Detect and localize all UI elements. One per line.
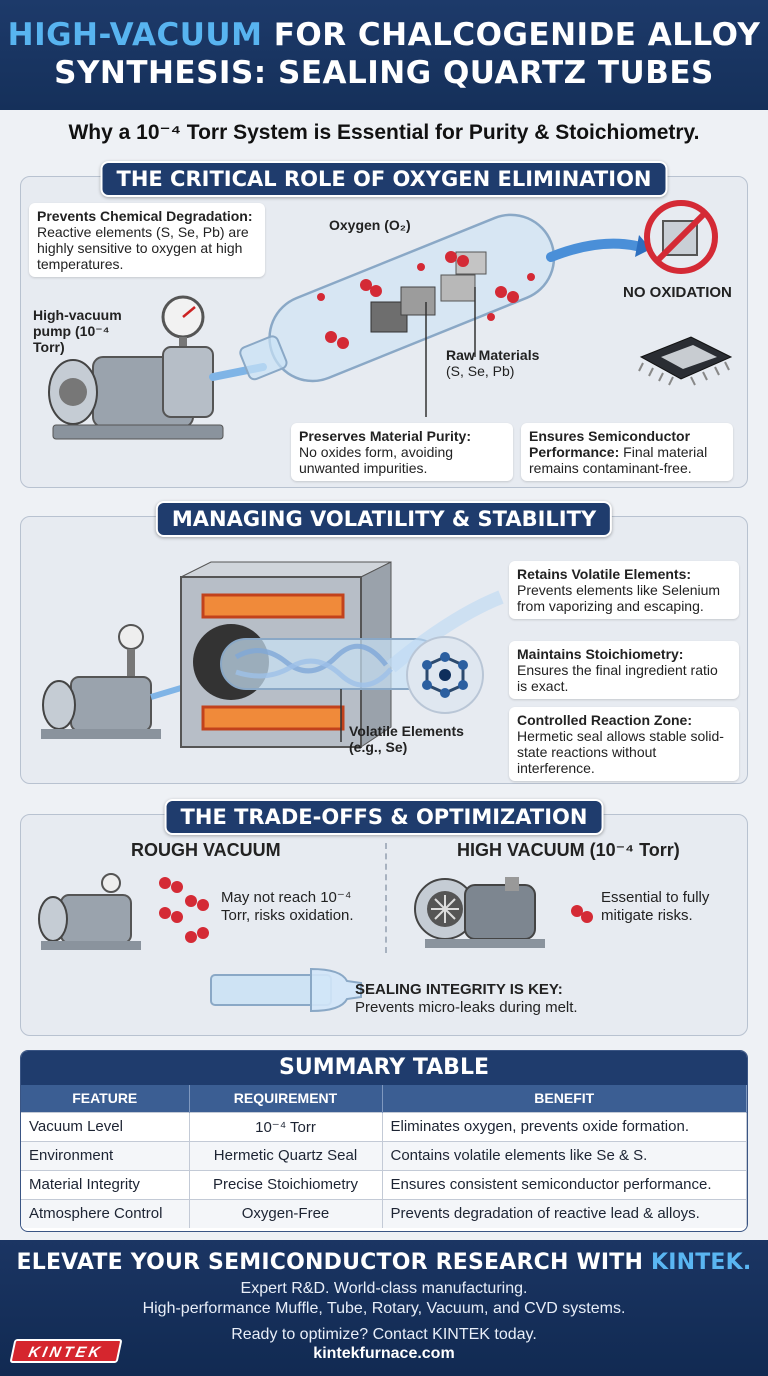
table-row: Material Integrity Precise Stoichiometry… [21, 1169, 747, 1199]
table-cell: Prevents degradation of reactive lead & … [382, 1198, 747, 1228]
table-cell: Atmosphere Control [21, 1198, 190, 1228]
section-tradeoffs: The Trade-Offs & Optimization ROUGH VACU… [20, 799, 748, 1036]
semiconductor-title: Ensures Semiconductor Performance: [529, 428, 691, 460]
footer-line-2: High-performance Muffle, Tube, Rotary, V… [142, 1300, 626, 1317]
semiconductor-chip-icon [638, 336, 733, 386]
sealing-text: Prevents micro-leaks during melt. [355, 999, 578, 1016]
table-cell: 10⁻⁴ Torr [189, 1111, 383, 1141]
section-volatility-stability: Managing Volatility & Stability [20, 501, 748, 784]
comparison-divider [385, 843, 387, 953]
raw-materials-label: Raw Materials (S, Se, Pb) [446, 347, 539, 379]
footer-cta-text: Elevate Your Semiconductor Research with [16, 1250, 651, 1275]
volatile-label-text: (e.g., Se) [349, 739, 408, 755]
furnace-illustration [41, 561, 504, 748]
flow-arrow [546, 235, 651, 262]
semiconductor-text: Final material remains contaminant-free. [529, 444, 708, 476]
kintek-logo: KINTEK [9, 1339, 123, 1363]
table-header: REQUIREMENT [189, 1085, 383, 1112]
callout-title: Retains Volatile Elements: [517, 566, 692, 582]
raw-materials-title: Raw Materials [446, 347, 540, 363]
section-title: The Trade-Offs & Optimization [164, 799, 604, 835]
table-cell: Material Integrity [21, 1169, 190, 1199]
degradation-callout: Prevents Chemical Degradation: Reactive … [29, 203, 265, 277]
section-oxygen-elimination: The Critical Role of Oxygen Elimination … [20, 161, 748, 488]
table-cell: Contains volatile elements like Se & S. [382, 1140, 747, 1170]
table-cell: Precise Stoichiometry [189, 1169, 383, 1199]
sealing-title: SEALING INTEGRITY IS KEY: [355, 981, 563, 998]
callout-title: Controlled Reaction Zone: [517, 712, 692, 728]
table-cell: Eliminates oxygen, prevents oxide format… [382, 1111, 747, 1141]
footer-website-link[interactable]: kintekfurnace.com [313, 1345, 455, 1362]
degradation-title: Prevents Chemical Degradation: [37, 208, 253, 224]
degradation-text: Reactive elements (S, Se, Pb) are highly… [37, 224, 249, 272]
header-title-highlight: High-Vacuum [7, 17, 263, 53]
footer-cta: Elevate Your Semiconductor Research with… [0, 1250, 768, 1275]
sealed-tube-icon [210, 967, 362, 1013]
sealing-label: SEALING INTEGRITY IS KEY: Prevents micro… [355, 981, 578, 1017]
vacuum-pump-illustration [48, 295, 267, 440]
no-oxidation-icon [644, 200, 718, 274]
rough-vacuum-pump-icon [38, 873, 209, 950]
callout-text: Ensures the final ingredient ratio is ex… [517, 662, 718, 694]
molecule-icon [406, 636, 484, 714]
table-cell: Vacuum Level [21, 1111, 190, 1141]
summary-table: SUMMARY TABLE FEATURE REQUIREMENT BENEFI… [20, 1050, 748, 1232]
table-header: BENEFIT [382, 1085, 747, 1112]
callout-title: Maintains Stoichiometry: [517, 646, 684, 662]
callout-text: Prevents elements like Selenium from vap… [517, 582, 721, 614]
section-title: The Critical Role of Oxygen Elimination [100, 161, 668, 197]
footer-line-1: Expert R&D. World-class manufacturing. [240, 1280, 528, 1297]
header-title-line2: Synthesis: Sealing Quartz Tubes [54, 55, 714, 91]
stoichiometry-callout: Maintains Stoichiometry: Ensures the fin… [509, 641, 739, 699]
high-vacuum-title: HIGH VACUUM (10⁻⁴ Torr) [457, 840, 680, 860]
footer-line-3: Ready to optimize? Contact KINTEK today. [231, 1326, 537, 1343]
rough-vacuum-text: May not reach 10⁻⁴ Torr, risks oxidation… [221, 889, 354, 924]
raw-materials-text: (S, Se, Pb) [446, 363, 515, 379]
purity-title: Preserves Material Purity: [299, 428, 471, 444]
table-cell: Environment [21, 1140, 190, 1170]
header-title: High-Vacuum for Chalcogenide Alloy Synth… [0, 16, 768, 92]
semiconductor-callout: Ensures Semiconductor Performance: Final… [521, 423, 733, 481]
header-banner: High-Vacuum for Chalcogenide Alloy Synth… [0, 0, 768, 110]
header-title-rest: for Chalcogenide Alloy [262, 17, 761, 53]
purity-text: No oxides form, avoiding unwanted impuri… [299, 444, 454, 476]
oxygen-label: Oxygen (O₂) [329, 217, 411, 233]
page-subtitle: Why a 10⁻⁴ Torr System is Essential for … [68, 121, 700, 144]
reaction-zone-callout: Controlled Reaction Zone: Hermetic seal … [509, 707, 739, 781]
summary-table-grid: FEATURE REQUIREMENT BENEFIT Vacuum Level… [21, 1085, 747, 1228]
table-row: Vacuum Level 10⁻⁴ Torr Eliminates oxygen… [21, 1111, 747, 1141]
volatile-callout: Retains Volatile Elements: Prevents elem… [509, 561, 739, 619]
table-title: SUMMARY TABLE [21, 1051, 747, 1085]
volatile-label-title: Volatile Elements [349, 723, 464, 739]
pump-label: High-vacuum pump (10⁻⁴ Torr) [33, 307, 122, 355]
table-row: Atmosphere Control Oxygen-Free Prevents … [21, 1198, 747, 1228]
table-cell: Hermetic Quartz Seal [189, 1140, 383, 1170]
table-cell: Oxygen-Free [189, 1198, 383, 1228]
table-header: FEATURE [21, 1085, 190, 1112]
footer-banner: Elevate Your Semiconductor Research with… [0, 1240, 768, 1376]
table-row: Environment Hermetic Quartz Seal Contain… [21, 1140, 747, 1170]
no-oxidation-label: NO OXIDATION [623, 284, 732, 301]
rough-vacuum-title: ROUGH VACUUM [131, 840, 281, 860]
purity-callout: Preserves Material Purity: No oxides for… [291, 423, 513, 481]
high-vacuum-text: Essential to fully mitigate risks. [601, 889, 710, 924]
table-cell: Ensures consistent semiconductor perform… [382, 1169, 747, 1199]
callout-text: Hermetic seal allows stable solid-state … [517, 728, 724, 776]
table-header-row: FEATURE REQUIREMENT BENEFIT [21, 1085, 747, 1112]
footer-cta-brand: KINTEK. [650, 1250, 752, 1275]
section-title: Managing Volatility & Stability [155, 501, 613, 537]
high-vacuum-pump-icon [414, 877, 593, 948]
quartz-tube-illustration [239, 213, 556, 417]
volatile-label: Volatile Elements (e.g., Se) [349, 723, 464, 755]
